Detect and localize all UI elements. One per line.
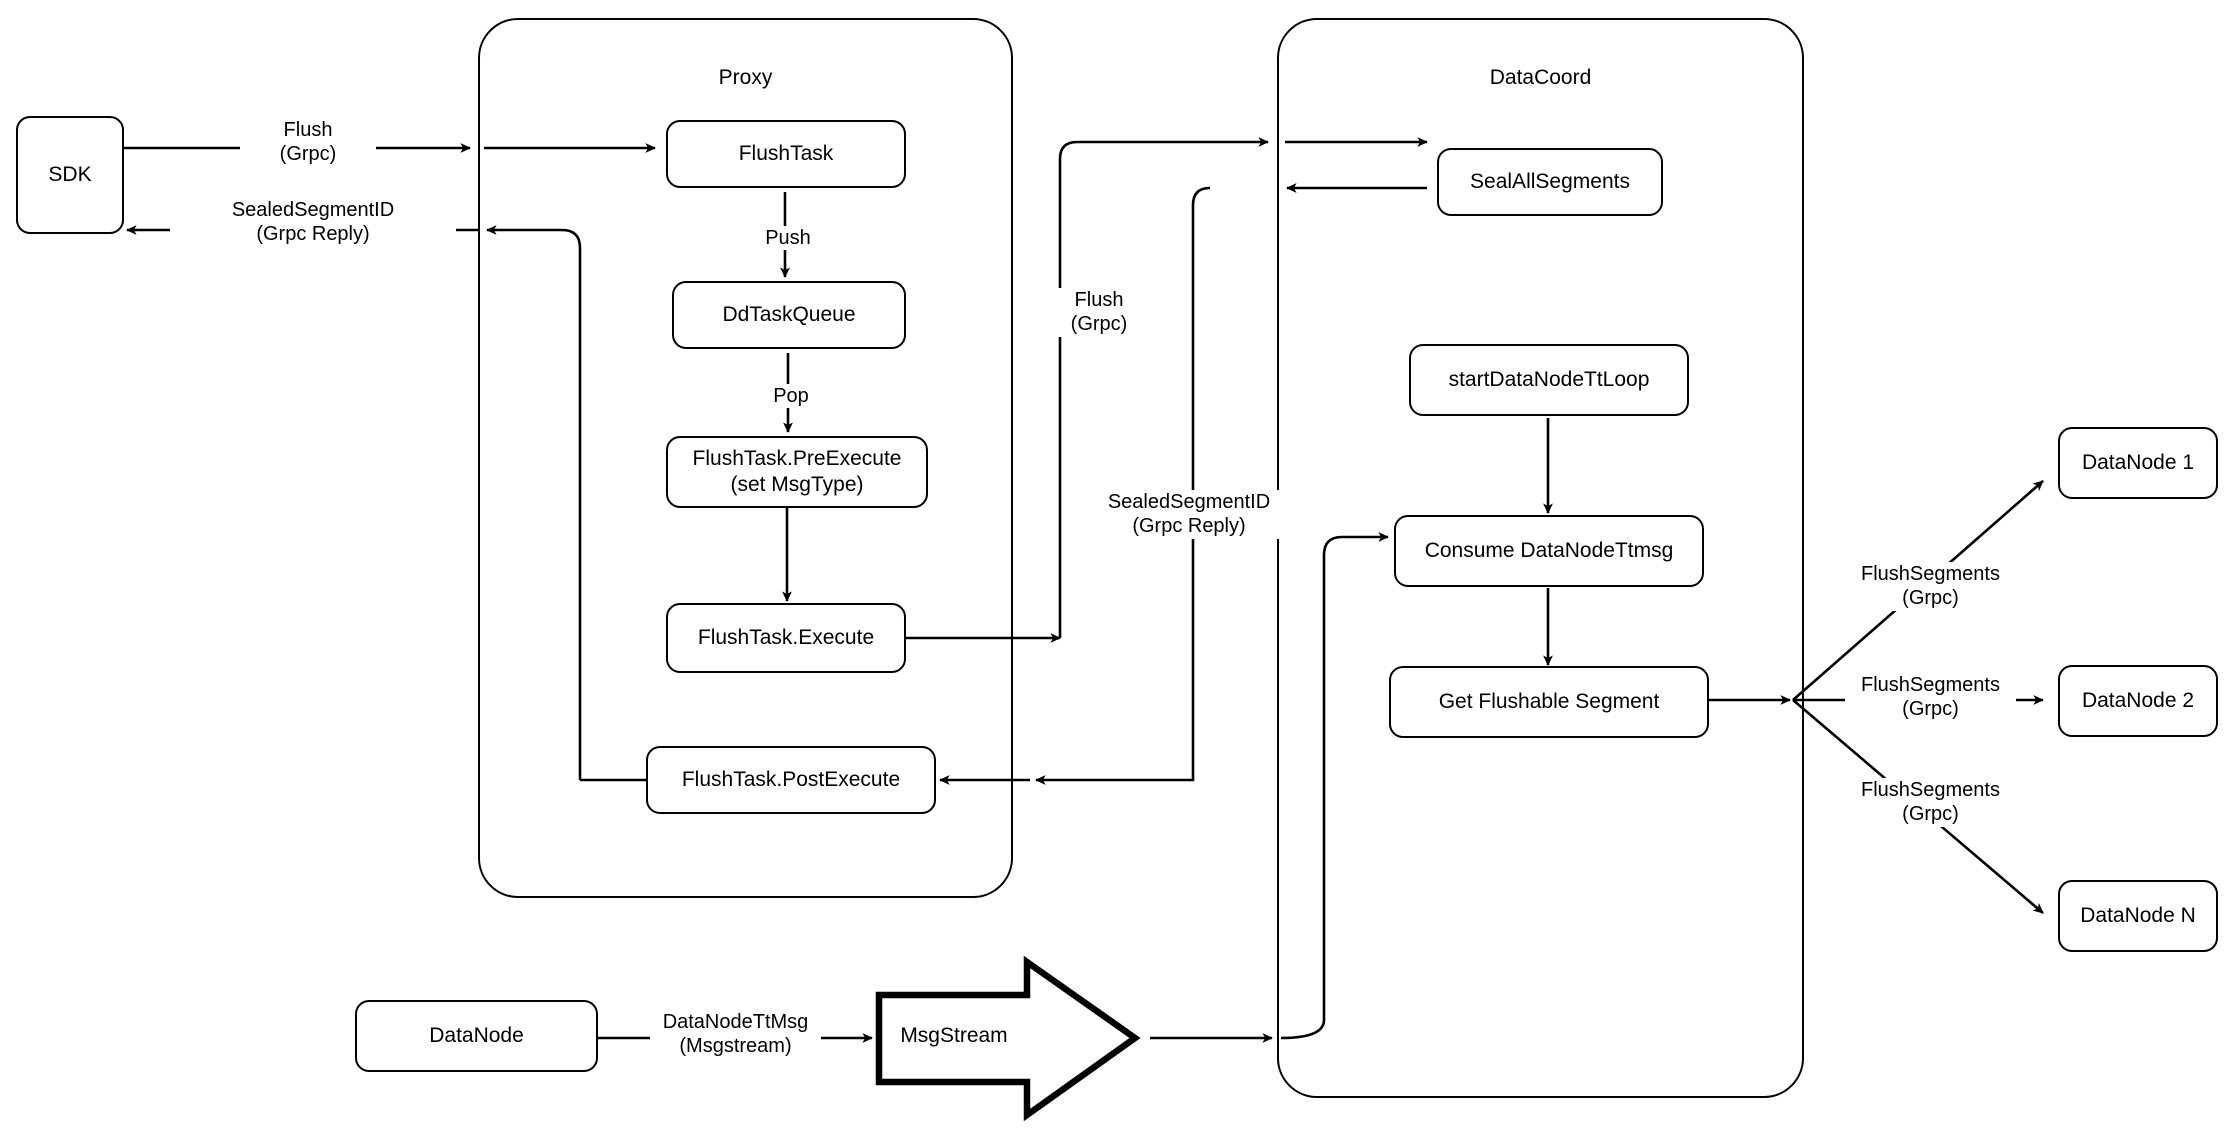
edge-label-flushsegments-1-line2: (Grpc) <box>1902 587 1959 610</box>
node-seal-all-segments[interactable]: SealAllSegments <box>1437 148 1663 216</box>
edge-label-flushsegments-2-line2: (Grpc) <box>1902 698 1959 721</box>
node-datanode-bottom[interactable]: DataNode <box>355 1000 598 1072</box>
edge-label-pop-text: Pop <box>773 385 809 407</box>
edge-label-push-text: Push <box>765 227 811 249</box>
node-msgstream-label: MsgStream <box>879 1024 1029 1048</box>
node-datanode-1-label: DataNode 1 <box>2081 450 2195 474</box>
edge-label-flushsegments-n-line1: FlushSegments <box>1861 779 2000 801</box>
node-flushtask-execute-label: FlushTask.Execute <box>697 625 875 649</box>
edge-label-flushsegments-n: FlushSegments (Grpc) <box>1845 778 2016 827</box>
edge-flush-grpc-riser <box>1058 137 1269 638</box>
edge-label-flush-grpc-sdk: Flush (Grpc) <box>240 118 376 167</box>
edge-label-flushsegments-2: FlushSegments (Grpc) <box>1845 673 2016 722</box>
node-datanode-2-label: DataNode 2 <box>2081 688 2195 712</box>
node-consume-datanode-ttmsg-label: Consume DataNodeTtmsg <box>1424 538 1674 562</box>
edge-label-sealedsegmentid-datacoord-line1: SealedSegmentID <box>1107 491 1271 513</box>
node-start-datanode-tt-loop[interactable]: startDataNodeTtLoop <box>1409 344 1689 416</box>
node-datanode-n[interactable]: DataNode N <box>2058 880 2218 952</box>
edge-label-flushsegments-n-line2: (Grpc) <box>1902 803 1959 826</box>
edge-label-flush-grpc-sdk-line2: (Grpc) <box>279 143 337 166</box>
node-seal-all-segments-label: SealAllSegments <box>1470 169 1630 193</box>
node-consume-datanode-ttmsg[interactable]: Consume DataNodeTtmsg <box>1394 515 1704 587</box>
edge-label-sealedsegmentid-sdk-line2: (Grpc Reply) <box>256 223 370 246</box>
node-flushtask-preexecute[interactable]: FlushTask.PreExecute (set MsgType) <box>666 436 928 508</box>
node-dd-task-queue[interactable]: DdTaskQueue <box>672 281 906 349</box>
node-datanode-2[interactable]: DataNode 2 <box>2058 665 2218 737</box>
edge-label-datanode-ttmsg: DataNodeTtMsg (Msgstream) <box>650 1010 821 1059</box>
edge-label-flushsegments-1: FlushSegments (Grpc) <box>1845 562 2016 611</box>
container-proxy-title: Proxy <box>718 66 773 89</box>
node-datanode-1[interactable]: DataNode 1 <box>2058 427 2218 499</box>
node-get-flushable-segment-label: Get Flushable Segment <box>1438 689 1660 713</box>
edge-sealedsegmentid-descender <box>1035 186 1211 785</box>
msgstream-shape <box>875 955 1141 1122</box>
node-flushtask-preexecute-label-line1: FlushTask.PreExecute <box>692 446 902 470</box>
edge-label-datanode-ttmsg-line2: (Msgstream) <box>679 1035 792 1058</box>
edge-label-flushsegments-2-line1: FlushSegments <box>1861 674 2000 696</box>
edge-label-flushsegments-1-line1: FlushSegments <box>1861 563 2000 585</box>
edge-label-flush-grpc-sdk-line1: Flush <box>283 119 333 141</box>
node-dd-task-queue-label: DdTaskQueue <box>722 302 856 326</box>
edge-label-push: Push <box>747 226 829 251</box>
node-flushtask-preexecute-label-line2: (set MsgType) <box>730 473 864 496</box>
node-get-flushable-segment[interactable]: Get Flushable Segment <box>1389 666 1709 738</box>
edge-datacoord-ingest-to-consume <box>1280 532 1389 1040</box>
container-datacoord <box>1277 18 1804 1098</box>
container-datacoord-title: DataCoord <box>1489 66 1592 89</box>
node-flushtask-postexecute-label: FlushTask.PostExecute <box>681 767 901 791</box>
edge-label-flush-grpc-datacoord-line2: (Grpc) <box>1070 313 1128 336</box>
edge-label-datanode-ttmsg-line1: DataNodeTtMsg <box>662 1011 809 1033</box>
edge-postexecute-to-boundary <box>486 225 582 780</box>
node-datanode-n-label: DataNode N <box>2080 903 2196 927</box>
edge-label-flush-grpc-datacoord-line1: Flush <box>1074 289 1124 311</box>
node-flush-task-label: FlushTask <box>738 141 834 165</box>
node-datanode-bottom-label: DataNode <box>429 1023 524 1047</box>
node-sdk[interactable]: SDK <box>16 116 124 234</box>
edge-label-sealedsegmentid-sdk: SealedSegmentID (Grpc Reply) <box>170 198 456 247</box>
msgstream-text: MsgStream <box>900 1024 1008 1047</box>
node-flush-task[interactable]: FlushTask <box>666 120 906 188</box>
edge-label-pop: Pop <box>755 384 827 409</box>
node-sdk-label: SDK <box>48 162 92 186</box>
edge-label-flush-grpc-datacoord: Flush (Grpc) <box>1040 288 1158 337</box>
edge-label-sealedsegmentid-sdk-line1: SealedSegmentID <box>231 199 395 221</box>
node-flushtask-execute[interactable]: FlushTask.Execute <box>666 603 906 673</box>
node-flushtask-postexecute[interactable]: FlushTask.PostExecute <box>646 746 936 814</box>
node-start-datanode-tt-loop-label: startDataNodeTtLoop <box>1448 367 1650 391</box>
edge-label-sealedsegmentid-datacoord: SealedSegmentID (Grpc Reply) <box>1086 490 1292 539</box>
container-proxy <box>478 18 1013 898</box>
edge-label-sealedsegmentid-datacoord-line2: (Grpc Reply) <box>1132 515 1246 538</box>
